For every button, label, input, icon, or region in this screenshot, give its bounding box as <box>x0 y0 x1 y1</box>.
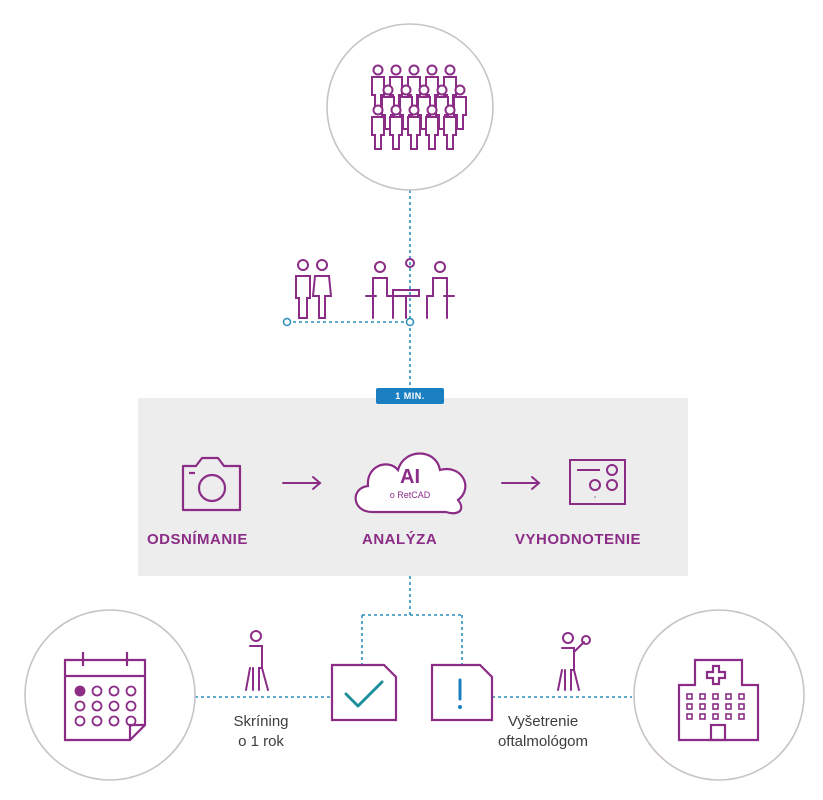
step-label-capture: ODSNÍMANIE <box>147 531 248 548</box>
crowd-person-head <box>426 104 438 116</box>
hospital-window <box>686 703 693 710</box>
hospital-window <box>699 703 706 710</box>
hospital-window <box>712 703 719 710</box>
crowd-person-head <box>426 64 438 76</box>
hospital-window <box>738 703 745 710</box>
calendar-day <box>108 715 120 727</box>
negative-path-line2: o 1 rok <box>238 733 284 750</box>
hospital-window <box>725 693 732 700</box>
crowd-person-head <box>390 64 402 76</box>
calendar-day <box>125 715 137 727</box>
hospital-window <box>712 713 719 720</box>
crowd-person-head <box>436 84 448 96</box>
calendar-day <box>108 685 120 697</box>
ai-subtitle: o RetCAD <box>389 490 431 500</box>
arrow-right-icon <box>501 476 541 490</box>
camera-icon <box>181 456 242 512</box>
calendar-icon <box>63 652 147 742</box>
hospital-icon <box>677 658 760 742</box>
step-label-analysis: ANALÝZA <box>362 531 438 548</box>
doctor-patient-icon <box>365 258 455 319</box>
hospital-window <box>699 693 706 700</box>
crowd-person-head <box>418 84 430 96</box>
crowd-person-head <box>372 104 384 116</box>
hospital-window <box>725 703 732 710</box>
calendar-day <box>125 685 137 697</box>
calendar-day <box>74 715 86 727</box>
calendar-day <box>91 715 103 727</box>
calendar-day <box>91 685 103 697</box>
duration-badge: 1 MIN. <box>376 388 444 404</box>
step-label-evaluation: VYHODNOTENIE <box>515 531 642 548</box>
positive-path-line2: oftalmológom <box>497 733 589 750</box>
negative-path-line1: Skríning <box>233 713 289 730</box>
positive-path-line1: Vyšetrenie <box>507 713 579 730</box>
crowd-person-head <box>444 104 456 116</box>
crowd-person-body <box>389 116 403 150</box>
calendar-day <box>91 700 103 712</box>
hospital-circle <box>633 609 805 781</box>
positive-path-label: Vyšetrenie oftalmológom <box>478 712 608 752</box>
crowd-person-body <box>443 116 457 150</box>
crowd-icon <box>371 64 467 150</box>
warning-document-icon <box>430 663 494 722</box>
results-panel-icon <box>569 459 626 505</box>
connector-node <box>282 317 292 327</box>
calendar-days <box>74 685 137 727</box>
hospital-window <box>699 713 706 720</box>
ai-title: AI <box>400 466 420 488</box>
crowd-person-head <box>454 84 466 96</box>
crowd-person-head <box>372 64 384 76</box>
hospital-window <box>725 713 732 720</box>
hospital-window <box>712 693 719 700</box>
crowd-person-head <box>382 84 394 96</box>
hospital-window <box>738 713 745 720</box>
crowd-person-head <box>390 104 402 116</box>
calendar-day <box>74 700 86 712</box>
cloud-icon <box>354 452 467 515</box>
crowd-person-body <box>407 116 421 150</box>
family-icon <box>295 259 333 319</box>
calendar-day <box>125 700 137 712</box>
hospital-window <box>686 693 693 700</box>
hospital-window <box>686 713 693 720</box>
crowd-person-head <box>408 104 420 116</box>
calendar-day <box>108 700 120 712</box>
checkmark-document-icon <box>330 663 398 722</box>
crowd-person-body <box>425 116 439 150</box>
calendar-circle <box>24 609 196 781</box>
hospital-window <box>738 693 745 700</box>
walking-person-icon <box>245 630 269 691</box>
hospital-windows <box>686 693 745 720</box>
connector-node <box>405 317 415 327</box>
connector-lines <box>195 190 632 698</box>
crowd-person-head <box>408 64 420 76</box>
arrow-right-icon <box>282 476 322 490</box>
negative-path-label: Skríning o 1 rok <box>206 712 316 752</box>
person-waving-icon <box>557 632 591 691</box>
crowd-person-head <box>400 84 412 96</box>
crowd-person-head <box>444 64 456 76</box>
calendar-day <box>74 685 86 697</box>
crowd-person-body <box>371 116 385 150</box>
